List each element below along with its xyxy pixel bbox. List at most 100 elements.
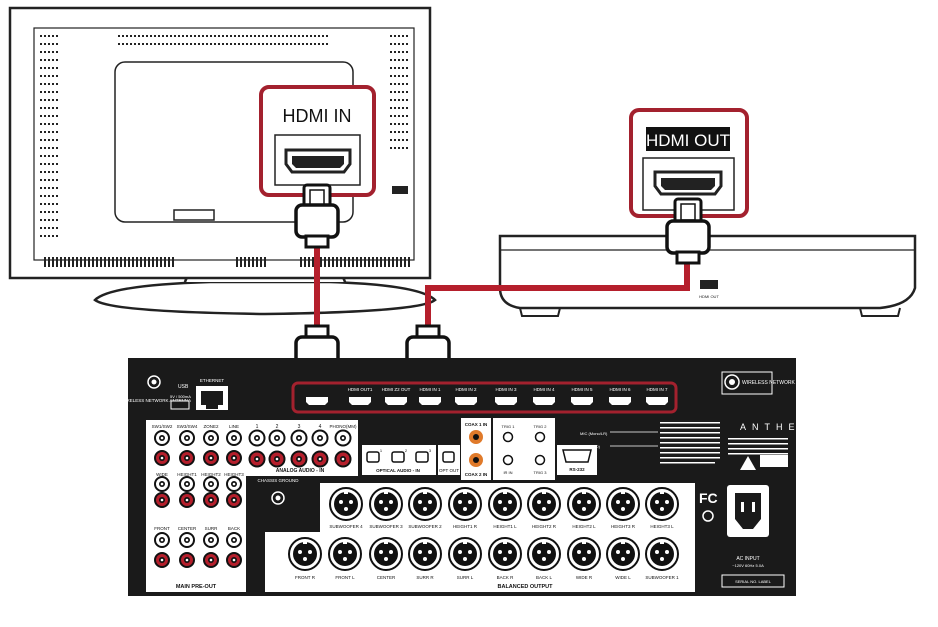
receiver-hdmi-port[interactable]: [571, 397, 593, 405]
xlr-label: CENTER: [377, 575, 396, 580]
receiver-mic-label-1: MIC (Mono/LR): [580, 431, 608, 436]
tv-stand-base: [93, 280, 437, 316]
receiver-hdmi-port[interactable]: [609, 397, 631, 405]
rca-jack[interactable]: [203, 532, 219, 548]
receiver-hdmi-port[interactable]: [349, 397, 371, 405]
receiver-hdmi-port[interactable]: [533, 397, 555, 405]
xlr-connector[interactable]: [606, 487, 640, 521]
rca-jack[interactable]: [226, 552, 242, 568]
rca-jack[interactable]: [154, 492, 170, 508]
optical-in-port[interactable]: [366, 451, 380, 463]
rca-jack[interactable]: [203, 450, 219, 466]
analog-rca-jack[interactable]: [290, 450, 308, 468]
xlr-connector[interactable]: [645, 537, 679, 571]
receiver-hdmi-port[interactable]: [646, 397, 668, 405]
rca-jack[interactable]: [226, 430, 242, 446]
xlr-label: HEIGHT1 L: [493, 524, 517, 529]
xlr-connector[interactable]: [369, 537, 403, 571]
trig1-label: TRIG 1: [502, 424, 516, 429]
xlr-connector[interactable]: [567, 537, 601, 571]
hdmi-plug-tv: [294, 183, 340, 249]
main-preout-label: MAIN PRE-OUT: [176, 584, 217, 590]
rca-jack[interactable]: [179, 450, 195, 466]
xlr-connector[interactable]: [645, 487, 679, 521]
xlr-connector[interactable]: [606, 537, 640, 571]
rca-jack[interactable]: [154, 476, 170, 492]
optical-audio-in-label: OPTICAL AUDIO - IN: [376, 468, 420, 473]
xlr-connector[interactable]: [408, 537, 442, 571]
xlr-connector[interactable]: [448, 537, 482, 571]
tv-hdmi-in-callout: HDMI IN: [259, 85, 376, 197]
receiver-hdmi-port[interactable]: [419, 397, 441, 405]
analog-audio-in-label: ANALOG AUDIO - IN: [276, 468, 325, 474]
ac-rating-label: ~120V 60Hz 5.0A: [732, 563, 764, 568]
rca-jack[interactable]: [179, 532, 195, 548]
rca-jack[interactable]: [179, 430, 195, 446]
receiver-hdmi-port[interactable]: [306, 397, 328, 405]
analog-rca-jack[interactable]: [268, 429, 286, 447]
xlr-label: FRONT L: [335, 575, 355, 580]
hdmi-plug-source: [665, 197, 711, 265]
preout-label: BACK: [228, 526, 240, 531]
rca-jack[interactable]: [226, 492, 242, 508]
rs232-port: [562, 449, 592, 463]
analog-rca-jack[interactable]: [268, 450, 286, 468]
analog-rca-jack[interactable]: [290, 429, 308, 447]
analog-number: 3: [298, 424, 301, 430]
xlr-connector[interactable]: [527, 487, 561, 521]
fc-mark: FC: [699, 490, 718, 506]
rca-jack[interactable]: [154, 532, 170, 548]
analog-rca-jack[interactable]: [248, 429, 266, 447]
xlr-connector[interactable]: [567, 487, 601, 521]
xlr-connector[interactable]: [448, 487, 482, 521]
optical-in-port[interactable]: [391, 451, 405, 463]
receiver-hdmi-in-label: HDMI IN 3: [495, 387, 516, 392]
analog-rca-jack[interactable]: [311, 429, 329, 447]
rca-jack[interactable]: [179, 492, 195, 508]
analog-rca-jack[interactable]: [248, 450, 266, 468]
receiver-hdmi-out-label: HDMI OUT1: [348, 387, 373, 392]
certification-mark-icon: [702, 510, 714, 522]
xlr-connector[interactable]: [488, 487, 522, 521]
receiver-brand: ANTHEM: [740, 422, 814, 432]
preout-label: SURR: [205, 526, 219, 531]
chassis-ground-label: CHASSIS GROUND: [257, 478, 299, 483]
preout-label: CENTER: [178, 526, 197, 531]
receiver-hdmi-port[interactable]: [495, 397, 517, 405]
rca-jack[interactable]: [203, 430, 219, 446]
rca-jack[interactable]: [179, 552, 195, 568]
rca-jack[interactable]: [154, 450, 170, 466]
xlr-connector[interactable]: [288, 537, 322, 571]
rca-jack[interactable]: [154, 430, 170, 446]
xlr-connector[interactable]: [369, 487, 403, 521]
rca-jack[interactable]: [226, 532, 242, 548]
rca-jack[interactable]: [203, 552, 219, 568]
receiver-hdmi-port[interactable]: [385, 397, 407, 405]
optical-in-port[interactable]: [415, 451, 429, 463]
xlr-label: FRONT R: [295, 575, 316, 580]
receiver-hdmi-in-label: HDMI IN 2: [455, 387, 476, 392]
rca-jack[interactable]: [203, 492, 219, 508]
xlr-connector[interactable]: [488, 537, 522, 571]
rca-jack[interactable]: [179, 476, 195, 492]
receiver-hdmi-port[interactable]: [455, 397, 477, 405]
rca-jack[interactable]: [154, 552, 170, 568]
xlr-connector[interactable]: [328, 537, 362, 571]
rca-jack[interactable]: [226, 476, 242, 492]
rca-jack[interactable]: [226, 450, 242, 466]
analog-number: 4: [319, 424, 322, 430]
xlr-connector[interactable]: [527, 537, 561, 571]
analog-rca-jack[interactable]: [311, 450, 329, 468]
analog-rca-jack[interactable]: [334, 429, 352, 447]
preout-label: SW1/SW2: [152, 424, 173, 429]
xlr-connector[interactable]: [408, 487, 442, 521]
trig1-jack: [502, 431, 514, 443]
rca-jack[interactable]: [203, 476, 219, 492]
analog-rca-jack[interactable]: [334, 450, 352, 468]
xlr-connector[interactable]: [329, 487, 363, 521]
optical-number: 2: [405, 448, 408, 453]
